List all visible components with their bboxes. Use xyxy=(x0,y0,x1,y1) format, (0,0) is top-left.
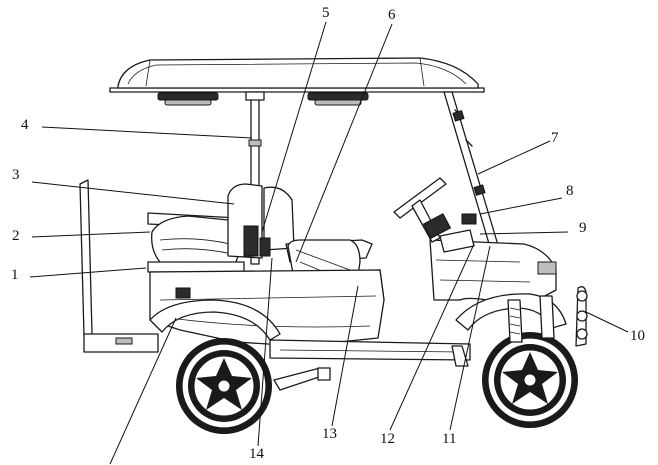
leader-2 xyxy=(31,231,151,238)
leader-5 xyxy=(261,21,327,233)
callout-label-9: 9 xyxy=(579,220,587,236)
callout-label-2: 2 xyxy=(12,228,20,244)
callout-label-7: 7 xyxy=(551,130,559,146)
leader-9 xyxy=(479,231,569,235)
cart-body xyxy=(149,239,567,361)
callout-label-6: 6 xyxy=(388,7,396,23)
callout-label-14: 14 xyxy=(249,446,264,462)
front-windshield-strut xyxy=(443,91,499,248)
callout-label-8: 8 xyxy=(566,183,574,199)
leader-11 xyxy=(449,245,491,431)
chassis-frame xyxy=(83,333,469,391)
callout-label-12: 12 xyxy=(380,431,395,447)
leader-1 xyxy=(29,267,147,278)
leader-6 xyxy=(295,23,393,263)
leader-13 xyxy=(331,285,359,427)
leader-3 xyxy=(31,181,235,205)
callout-label-11: 11 xyxy=(442,431,457,447)
leader-8 xyxy=(479,197,563,215)
leader-12 xyxy=(389,243,475,431)
front-wheel xyxy=(482,332,578,428)
callout-label-3: 3 xyxy=(12,167,20,183)
front-seat-backrest xyxy=(227,183,295,259)
rear-grab-bar xyxy=(79,179,93,337)
callout-leaders xyxy=(29,21,629,465)
roof-canopy xyxy=(109,57,485,106)
rear-roof-support xyxy=(245,91,265,265)
callout-label-4: 4 xyxy=(21,117,29,133)
callout-label-1: 1 xyxy=(11,267,19,283)
front-bumper xyxy=(575,286,588,347)
callout-label-5: 5 xyxy=(322,5,330,21)
leader-10 xyxy=(585,311,629,333)
leader-14 xyxy=(257,257,273,447)
steering-assembly xyxy=(393,177,477,253)
callout-label-13: 13 xyxy=(322,426,337,442)
leader-4 xyxy=(41,126,253,139)
front-suspension xyxy=(507,295,555,343)
leader-unlabeled xyxy=(109,317,177,465)
leader-7 xyxy=(477,140,551,175)
rear-wheel xyxy=(176,338,272,434)
callout-label-10: 10 xyxy=(630,328,645,344)
